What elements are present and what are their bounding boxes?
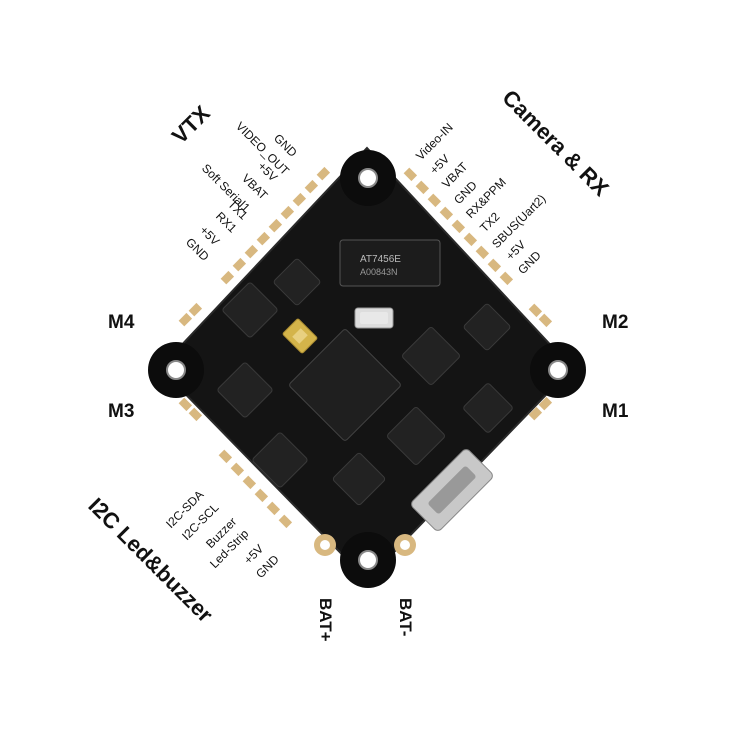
motor-label-m1: M1 (602, 401, 629, 422)
mount-hole-right (530, 342, 586, 398)
motor-label-m2: M2 (602, 312, 629, 333)
motor-pads (178, 302, 553, 422)
crystal (354, 307, 394, 329)
osd-chip-label: AT7456E (360, 254, 401, 265)
mount-hole-left (148, 342, 204, 398)
i2c-pads (218, 449, 293, 529)
battery-plus-label: BAT+ (316, 598, 335, 642)
mosfet-chips (217, 258, 513, 506)
motor-label-m4: M4 (108, 312, 135, 333)
mount-hole-top (340, 150, 396, 206)
motor-label-m3: M3 (108, 401, 135, 422)
battery-minus-label: BAT- (396, 598, 415, 637)
battery-pads (314, 534, 416, 556)
boot-button (282, 318, 318, 354)
osd-chip-sublabel: A00843N (360, 267, 398, 277)
vtx-pads (220, 166, 331, 285)
mcu-chip (289, 329, 401, 441)
osd-chip: AT7456E A00843N (339, 239, 441, 287)
usb-port (411, 449, 493, 531)
pcb: AT7456E A00843N (148, 146, 586, 588)
camera-pads (403, 167, 514, 286)
mount-hole-bottom (340, 532, 396, 588)
